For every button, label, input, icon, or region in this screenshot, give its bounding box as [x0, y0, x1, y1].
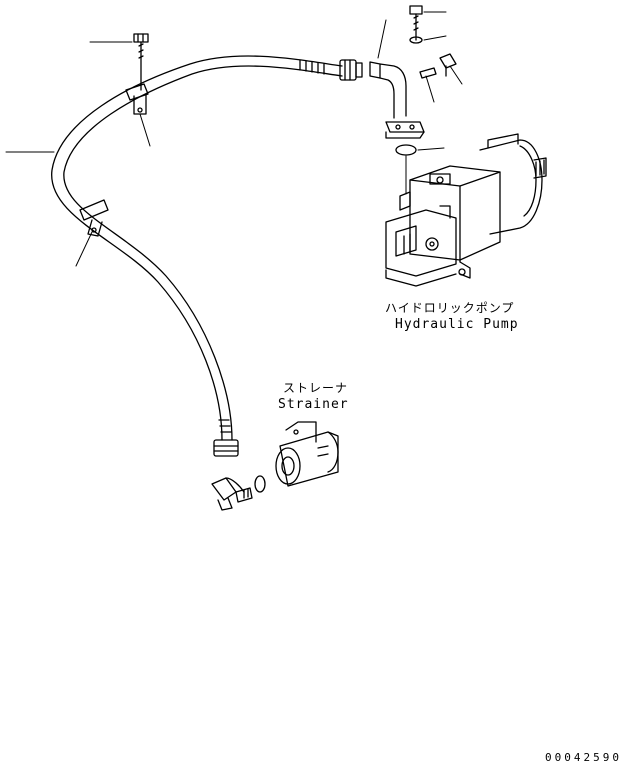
hydraulic-pump [386, 134, 546, 286]
bracket-pin [420, 68, 436, 78]
drawing-number: 00042590 [545, 751, 622, 764]
small-fitting [440, 54, 456, 76]
leader-clamp-lower [76, 232, 92, 266]
leader-elbow-pipe [378, 20, 386, 58]
leader-washer [424, 36, 446, 40]
hydraulic-pump-label-en: Hydraulic Pump [395, 317, 519, 332]
strainer-label-jp: ストレーナ [283, 381, 349, 395]
suction-elbow-pipe [370, 62, 424, 138]
hose-nut-strainer-side [214, 440, 238, 456]
hose-nut-pump-side [340, 60, 362, 80]
o-ring [255, 476, 265, 492]
gasket [396, 145, 416, 155]
strainer-label-en: Strainer [278, 397, 349, 412]
flange-bolt [410, 6, 422, 40]
washer [410, 37, 422, 43]
suction-hose [52, 56, 342, 440]
leader-clamp-upper [140, 114, 150, 146]
strainer-body [276, 422, 338, 486]
leader-pin [426, 76, 434, 102]
hose-clamp-lower [80, 200, 108, 236]
hydraulic-pump-label-jp: ハイドロリックポンプ [385, 301, 515, 315]
clamp-bolt-upper [134, 34, 148, 90]
leader-fitting [450, 66, 462, 84]
leader-gasket [418, 148, 444, 150]
leader-lines [6, 12, 462, 266]
elbow-fitting [212, 478, 252, 510]
